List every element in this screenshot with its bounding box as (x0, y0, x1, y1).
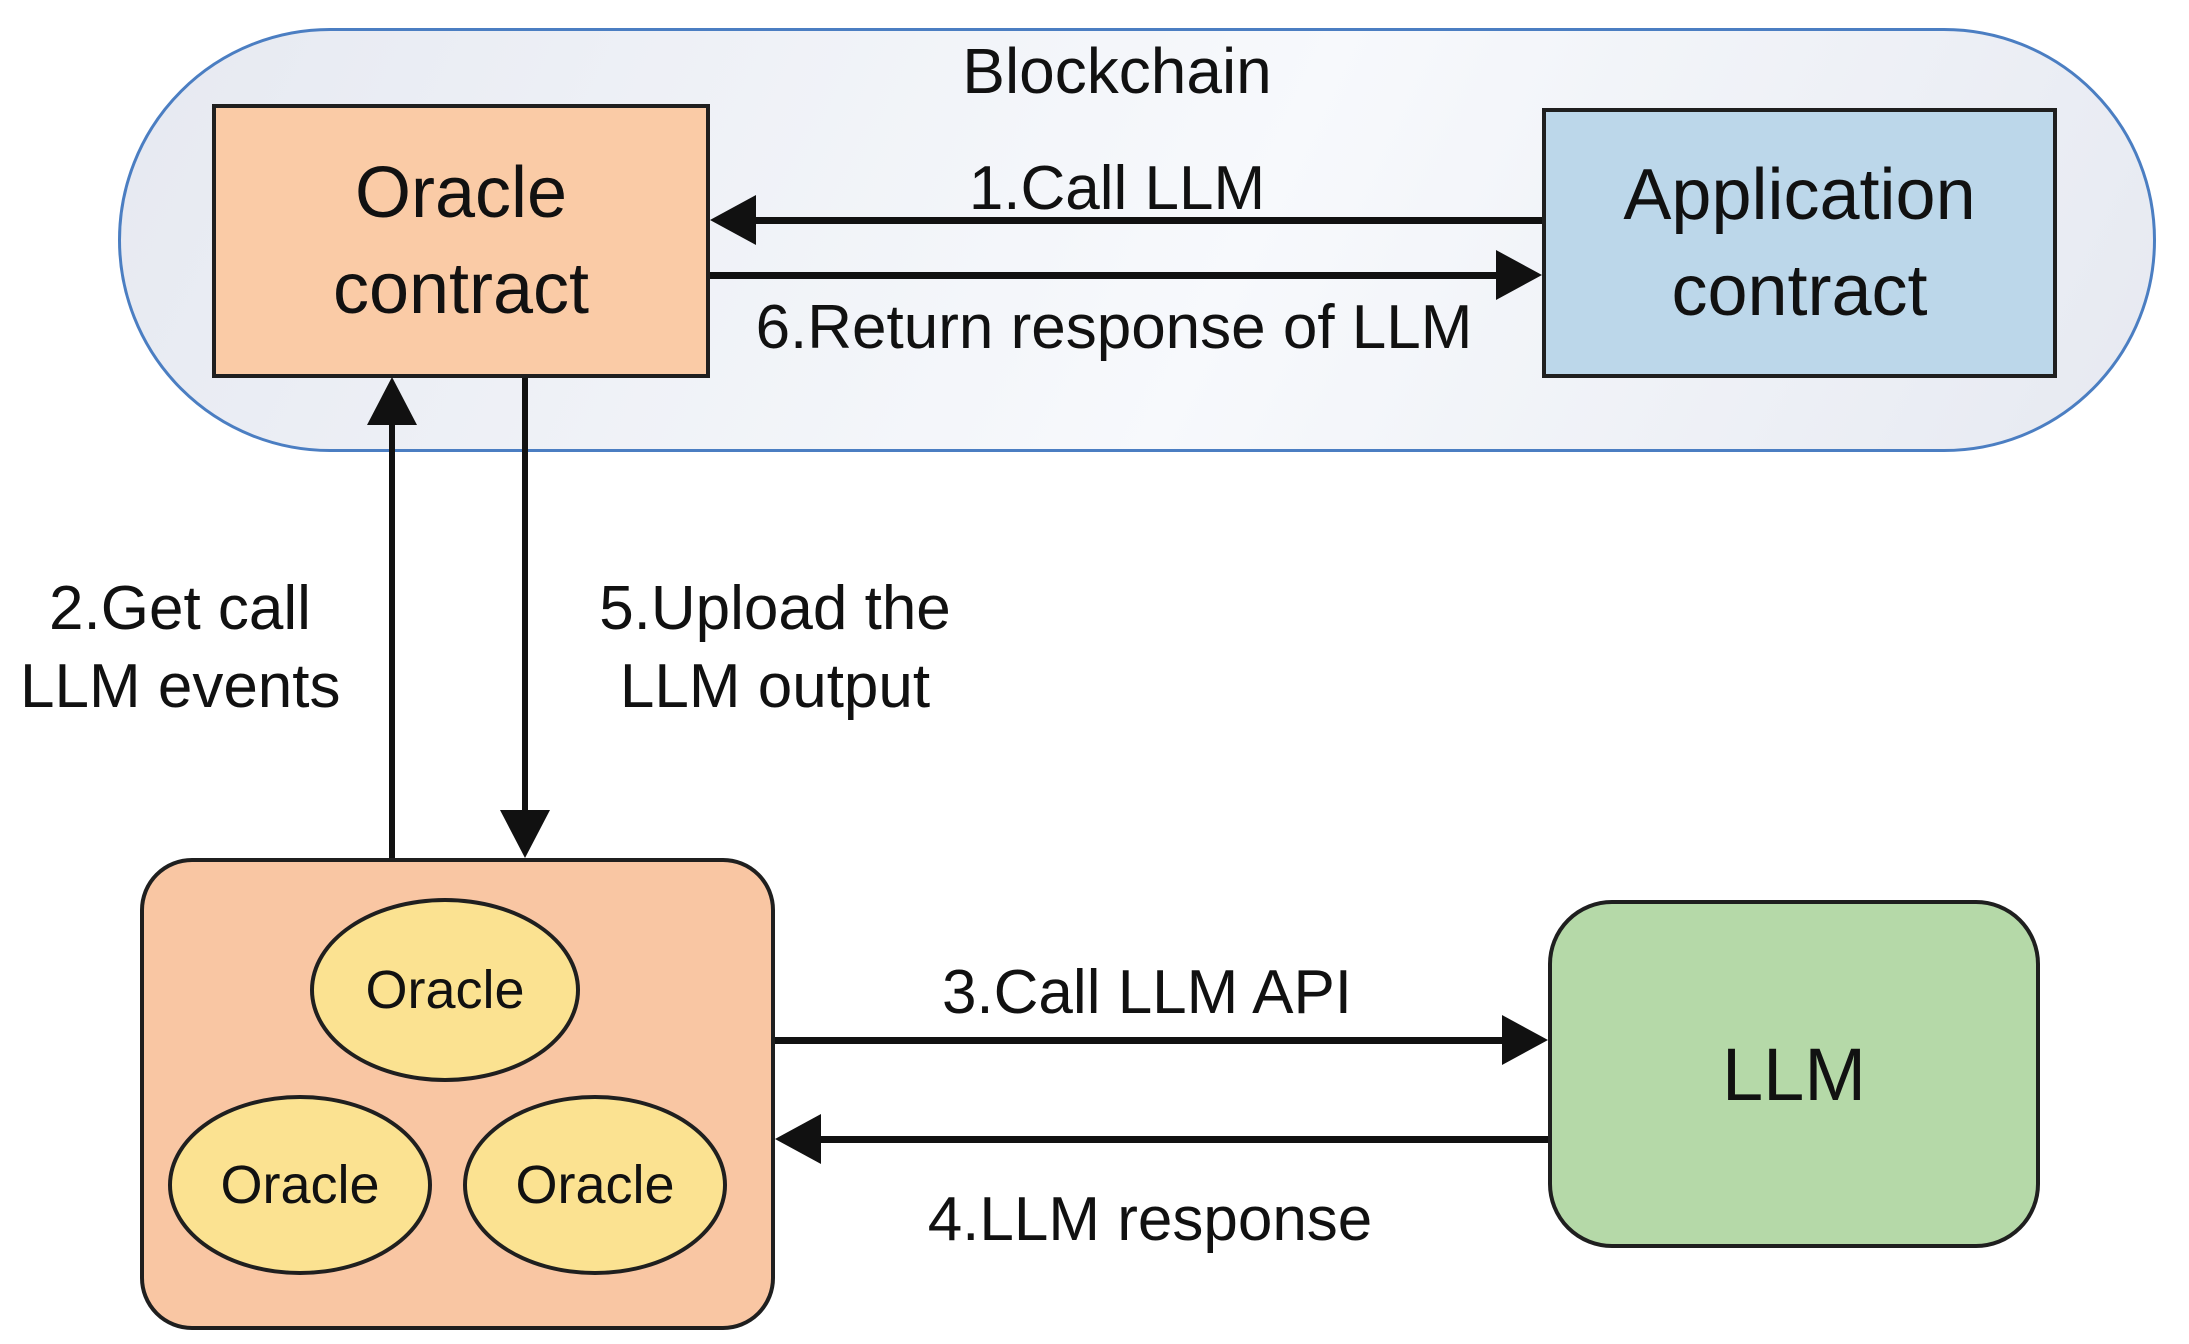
arrow4-llm-response-line (821, 1136, 1548, 1143)
oracle-node-3-label: Oracle (515, 1155, 675, 1215)
oracle-node-2-label: Oracle (220, 1155, 380, 1215)
application-contract-node: Application contract (1542, 108, 2057, 378)
edge-label-get-events-line1: 2.Get call (49, 574, 311, 643)
application-contract-label-line1: Application (1623, 155, 1976, 235)
blockchain-region-title: Blockchain (962, 35, 1272, 107)
oracle-node-1-label: Oracle (365, 960, 525, 1020)
application-contract-label-line2: contract (1671, 251, 1928, 331)
edge-label-get-events: 2.Get call LLM events (20, 570, 341, 726)
arrow6-return-response-head (1496, 250, 1542, 300)
oracle-contract-label-line1: Oracle (354, 153, 568, 233)
arrow1-call-llm-head (710, 195, 756, 245)
edge-label-upload-output: 5.Upload the LLM output (555, 570, 995, 726)
arrow6-return-response-line (710, 272, 1496, 279)
oracle-node-3: Oracle (463, 1095, 727, 1275)
llm-node-label: LLM (1722, 1032, 1866, 1116)
arrow2-get-events-head (367, 377, 417, 425)
edge-label-upload-output-line1: 5.Upload the (599, 574, 951, 643)
oracle-node-1: Oracle (310, 898, 580, 1082)
arrow2-get-events-line (389, 425, 395, 858)
edge-label-llm-response: 4.LLM response (927, 1185, 1373, 1254)
oracle-node-2: Oracle (168, 1095, 432, 1275)
edge-label-call-llm-api: 3.Call LLM API (941, 958, 1353, 1027)
arrow5-upload-output-line (522, 378, 528, 810)
oracle-contract-label-line2: contract (332, 249, 590, 329)
oracle-contract-node: Oracle contract (212, 104, 710, 378)
arrow3-call-llm-api-head (1502, 1015, 1548, 1065)
edge-label-return-response: 6.Return response of LLM (755, 293, 1473, 362)
edge-label-get-events-line2: LLM events (20, 652, 341, 721)
arrow1-call-llm-line (756, 217, 1542, 224)
arrow5-upload-output-head (500, 810, 550, 858)
edge-label-call-llm: 1.Call LLM (968, 154, 1266, 223)
llm-node: LLM (1548, 900, 2040, 1248)
arrow4-llm-response-head (775, 1114, 821, 1164)
edge-label-upload-output-line2: LLM output (619, 652, 931, 721)
arrow3-call-llm-api-line (775, 1037, 1502, 1044)
